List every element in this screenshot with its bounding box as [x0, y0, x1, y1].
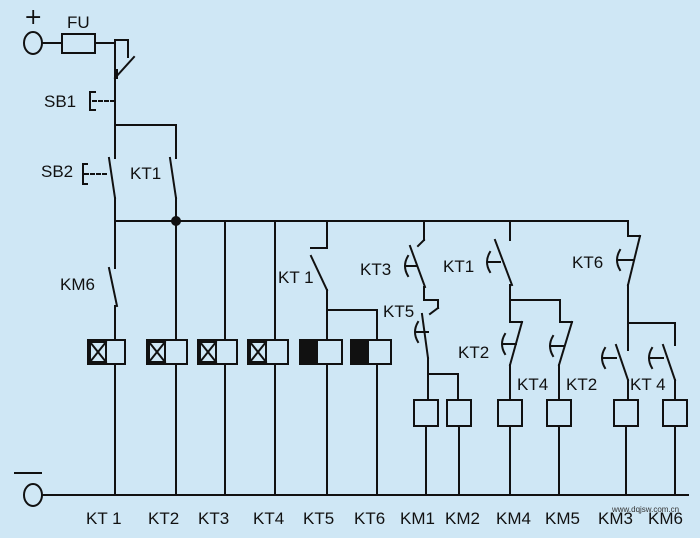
fuse [61, 33, 96, 54]
coil-km1 [413, 399, 439, 427]
coil-label-kt1: KT 1 [86, 509, 122, 528]
coil-km6 [662, 399, 688, 427]
kt5-label: KT5 [383, 302, 414, 321]
coil-kt2 [146, 339, 188, 365]
coil-km3 [613, 399, 639, 427]
coil-label-km4: KM4 [496, 509, 531, 528]
coil-label-kt4: KT4 [253, 509, 284, 528]
kt1-delay-label: KT 1 [278, 268, 314, 287]
coil-label-km2: KM2 [445, 509, 480, 528]
coil-km2 [446, 399, 472, 427]
kt3-contact [404, 238, 427, 301]
kt5-contact [414, 306, 440, 401]
coil-kt3 [197, 339, 238, 365]
kt6-label: KT6 [572, 253, 603, 272]
negative-terminal [23, 483, 43, 507]
coil-km4 [497, 399, 523, 427]
coil-label-kt2: KT2 [148, 509, 179, 528]
coil-kt6 [350, 339, 392, 365]
sb1-label: SB1 [44, 92, 76, 111]
kt2-label-b: KT2 [566, 375, 597, 394]
coil-kt1 [87, 339, 126, 365]
sb1-stop-button [89, 39, 136, 126]
coil-kt5 [299, 339, 343, 365]
positive-terminal-label: + [24, 5, 42, 30]
fuse-label: FU [67, 13, 90, 32]
coil-label-km5: KM5 [545, 509, 580, 528]
kt2-contact-a [501, 320, 524, 401]
kt1-timed-contact [486, 238, 514, 301]
wire-branch [114, 124, 177, 151]
coil-label-km6: KM6 [648, 509, 683, 528]
coil-label-kt3: KT3 [198, 509, 229, 528]
kt1-hold-label: KT1 [130, 164, 161, 183]
coil-label-km1: KM1 [400, 509, 435, 528]
coil-label-km3: KM3 [598, 509, 633, 528]
km6-label: KM6 [60, 275, 95, 294]
kt2-contact-b [601, 343, 630, 401]
sb2-label: SB2 [41, 162, 73, 181]
kt1-delay-contact [309, 247, 329, 341]
watermark: www.dqjsw.com.cn [611, 505, 679, 514]
positive-terminal [23, 31, 43, 55]
km6-contact [107, 261, 119, 341]
sb2-start-button [82, 149, 117, 222]
coil-label-kt6: KT6 [354, 509, 385, 528]
kt3-label: KT3 [360, 260, 391, 279]
kt4-label-b: KT 4 [630, 375, 666, 394]
kt4-label-a: KT4 [517, 375, 548, 394]
kt1-timed-label: KT1 [443, 257, 474, 276]
kt4-contact-a [549, 320, 574, 401]
coil-label-kt5: KT5 [303, 509, 334, 528]
kt1-hold-contact [168, 149, 178, 222]
kt6-contact [616, 234, 642, 324]
wire-fuse [94, 42, 116, 79]
kt2-label-a: KT2 [458, 343, 489, 362]
coil-kt4 [247, 339, 289, 365]
kt4-contact-b [648, 343, 677, 401]
coil-km5 [546, 399, 572, 427]
